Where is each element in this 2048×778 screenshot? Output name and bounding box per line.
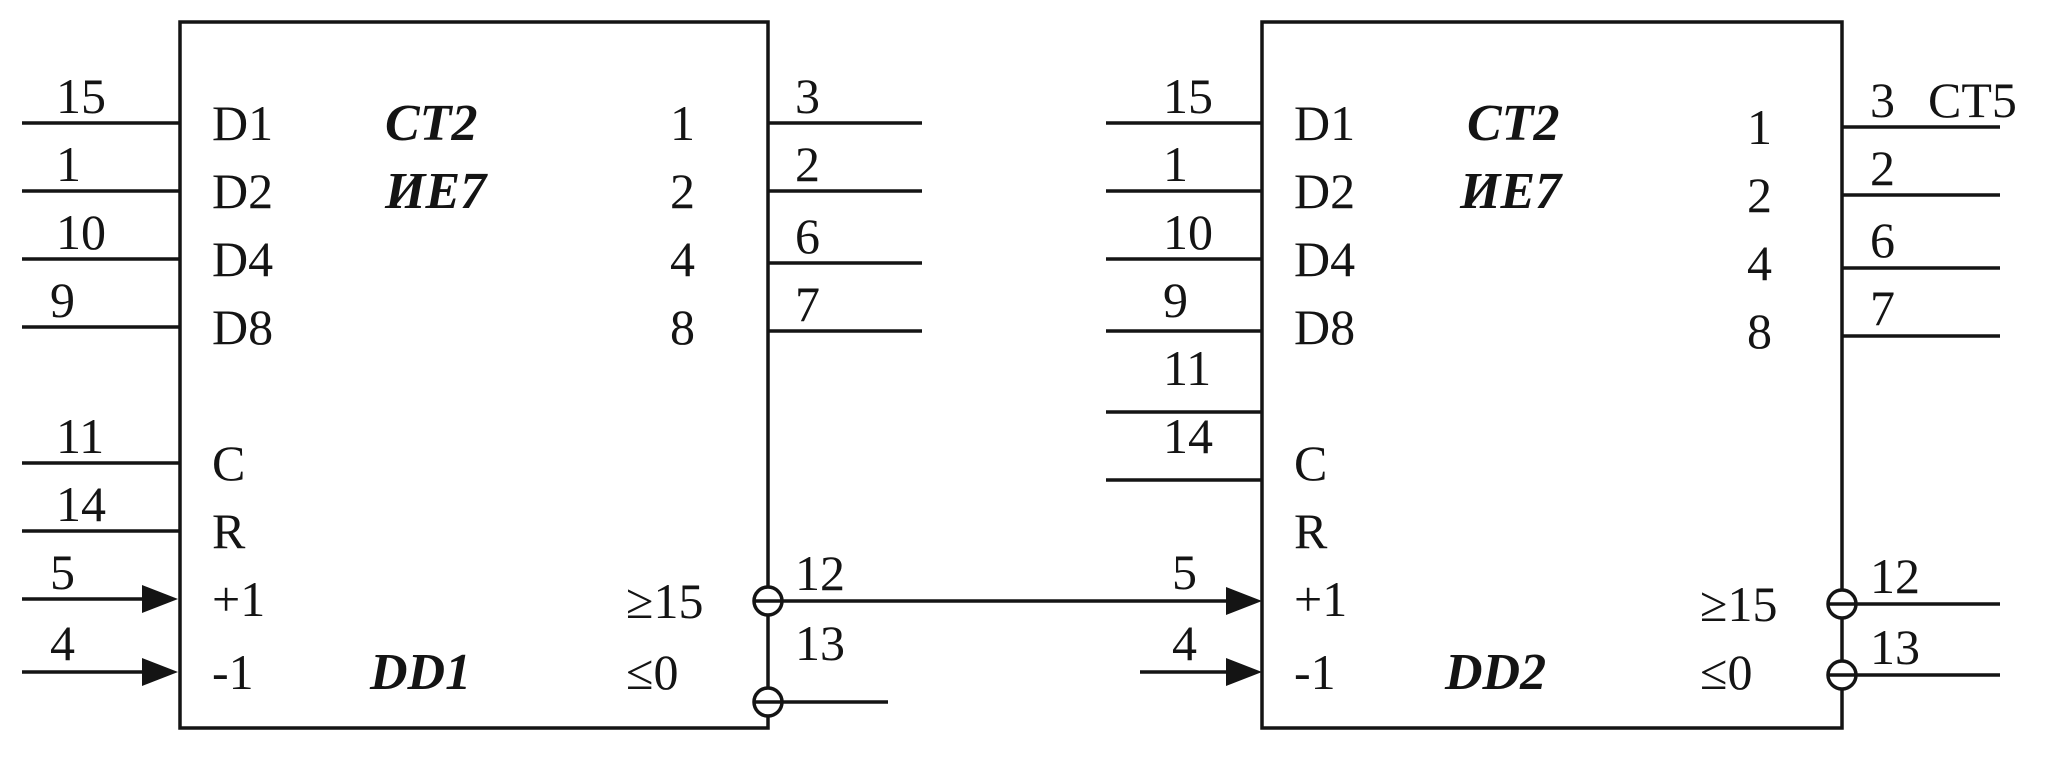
dd1-pin-r: 14 (56, 476, 106, 532)
dd1-label-c: C (212, 435, 245, 491)
dd1-pin-d8: 9 (50, 272, 75, 328)
dd1-pin-d1: 15 (56, 68, 106, 124)
dd1-pin-le0: 13 (795, 615, 845, 671)
dd2-label-minus1: -1 (1294, 644, 1336, 700)
dd1-pin-ge15: 12 (795, 545, 845, 601)
dd1-label-ge15: ≥15 (626, 573, 703, 629)
dd1-label-d8: D8 (212, 299, 273, 355)
cascade-arrow (1226, 587, 1262, 615)
dd1-pin-minus1: 4 (50, 615, 75, 671)
dd1-label-d4: D4 (212, 231, 273, 287)
dd2-label-d2: D2 (1294, 163, 1355, 219)
dd1-arrow-minus1 (142, 658, 178, 686)
dd2-arrow-minus1 (1226, 658, 1262, 686)
dd2-name: DD2 (1444, 644, 1546, 701)
dd2-pin-q8: 7 (1870, 280, 1895, 336)
dd2-pin-d4: 10 (1163, 204, 1213, 260)
dd2-label-plus1: +1 (1294, 571, 1347, 627)
dd2-pin-q1: 3 (1870, 72, 1895, 128)
dd1-title-line2: ИЕ7 (384, 163, 488, 220)
dd2-label-le0: ≤0 (1700, 644, 1752, 700)
dd2-label-c: C (1294, 435, 1327, 491)
dd2-pin-q4: 6 (1870, 212, 1895, 268)
dd1-title-line1: CT2 (385, 95, 477, 152)
dd2-output-note: CT5 (1928, 72, 2017, 128)
dd2-label-q2: 2 (1747, 167, 1772, 223)
dd1-pin-q4: 6 (795, 208, 820, 264)
chip-dd2: D1 D2 D4 D8 C R +1 -1 1 2 4 8 ≥15 ≤0 CT2… (1106, 20, 2017, 730)
dd2-pin-ge15: 12 (1870, 548, 1920, 604)
dd2-title-line1: CT2 (1467, 95, 1559, 152)
dd1-name: DD1 (369, 644, 471, 701)
dd1-label-minus1: -1 (212, 644, 254, 700)
dd2-pin-c: 11 (1163, 340, 1211, 396)
dd1-body (178, 20, 770, 730)
dd2-pin-d1: 15 (1163, 68, 1213, 124)
dd1-label-le0: ≤0 (626, 644, 678, 700)
dd2-label-ge15: ≥15 (1700, 576, 1777, 632)
dd1-label-q1: 1 (670, 95, 695, 151)
chip-dd1: D1 D2 D4 D8 C R +1 -1 1 2 4 8 ≥15 ≤0 CT2… (22, 20, 922, 730)
dd1-pin-plus1: 5 (50, 544, 75, 600)
dd1-arrow-plus1 (142, 585, 178, 613)
dd2-label-q8: 8 (1747, 303, 1772, 359)
dd2-label-q1: 1 (1747, 99, 1772, 155)
dd2-pin-le0: 13 (1870, 619, 1920, 675)
dd2-label-r: R (1294, 503, 1328, 559)
dd2-label-d8: D8 (1294, 299, 1355, 355)
dd1-label-q2: 2 (670, 163, 695, 219)
dd2-body (1260, 20, 1844, 730)
dd2-pin-d2: 1 (1163, 136, 1188, 192)
dd2-label-q4: 4 (1747, 235, 1772, 291)
dd1-pin-d4: 10 (56, 204, 106, 260)
dd2-label-d1: D1 (1294, 95, 1355, 151)
dd2-pin-plus1: 5 (1172, 544, 1197, 600)
dd1-label-d1: D1 (212, 95, 273, 151)
dd1-label-q8: 8 (670, 299, 695, 355)
dd2-pin-q2: 2 (1870, 140, 1895, 196)
dd2-pin-minus1: 4 (1172, 615, 1197, 671)
dd1-pin-q1: 3 (795, 68, 820, 124)
dd2-pin-d8: 9 (1163, 272, 1188, 328)
dd1-label-d2: D2 (212, 163, 273, 219)
dd2-label-d4: D4 (1294, 231, 1355, 287)
dd1-pin-q2: 2 (795, 136, 820, 192)
dd1-pin-c: 11 (56, 408, 104, 464)
dd1-label-plus1: +1 (212, 571, 265, 627)
dd1-pin-d2: 1 (56, 136, 81, 192)
dd1-label-q4: 4 (670, 231, 695, 287)
dd1-pin-q8: 7 (795, 276, 820, 332)
dd2-title-line2: ИЕ7 (1459, 163, 1563, 220)
dd2-pin-r: 14 (1163, 408, 1213, 464)
dd1-label-r: R (212, 503, 246, 559)
